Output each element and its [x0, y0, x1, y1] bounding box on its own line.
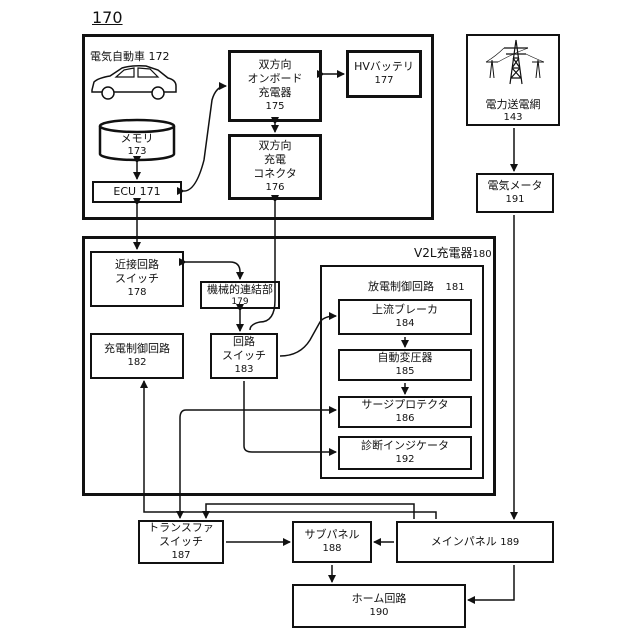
switch-transfer-link: [180, 410, 244, 518]
connector-switch-link: [250, 202, 275, 330]
switch-breaker-link: [280, 316, 336, 356]
ecu-charger-link: [184, 86, 226, 191]
proximity-mechanical-link: [186, 262, 240, 279]
mainpanel-home-link: [468, 565, 514, 600]
mainpanel-chargectrl-link: [144, 381, 436, 519]
switch-diag-link: [244, 381, 336, 452]
